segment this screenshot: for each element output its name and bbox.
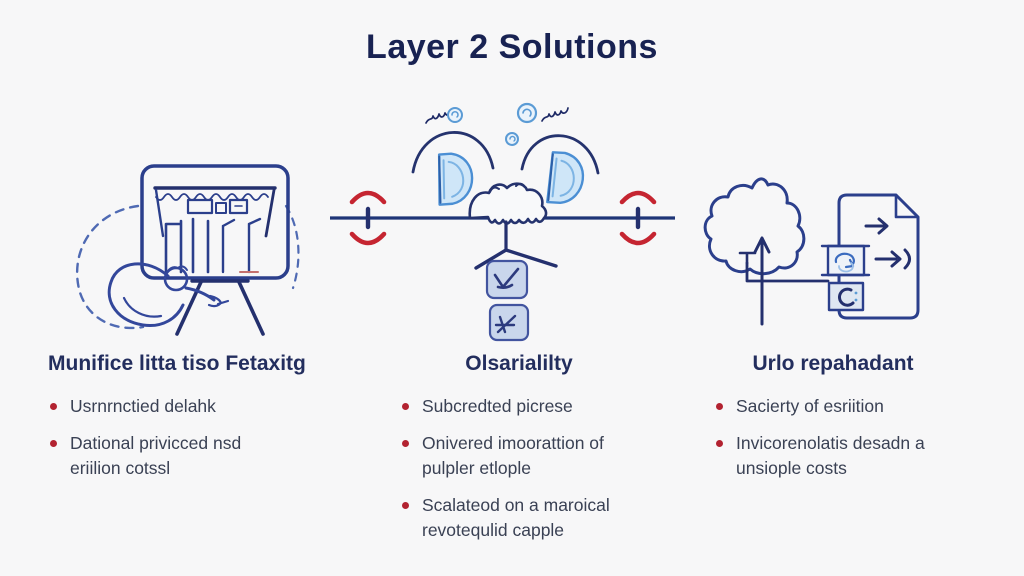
- column-1: Munifice litta tiso Fetaxitg Usrnrnctied…: [40, 350, 332, 493]
- connector-line-icon: [745, 261, 830, 283]
- list-item: Invicorenolatis desadn a unsiople costs: [716, 431, 964, 481]
- person-whiteboard-sketch: [75, 164, 300, 336]
- letter-d-left-icon: [437, 152, 474, 206]
- document-icon: [837, 193, 920, 320]
- document-bracket-icon: [903, 248, 911, 270]
- monitor-wave-icon: [155, 193, 269, 201]
- red-bracket-right-icon: [619, 190, 657, 246]
- column-2: Olsarialilty Subcredted picrese Onivered…: [388, 350, 650, 555]
- bullet-text: Dational privicced nsd eriilion cotssl: [70, 433, 242, 478]
- up-arrow-icon: [753, 236, 771, 326]
- monitor-frame-icon: [140, 164, 290, 280]
- bullet-text: Subcredted picrese: [422, 396, 573, 416]
- sync-box-icon: [820, 244, 871, 277]
- dashed-arc-right-icon: [284, 204, 300, 290]
- bullet-dot-icon: [50, 440, 57, 447]
- list-item: Sacierty of esriition: [716, 394, 964, 419]
- column-1-bullets: Usrnrnctied delahk Dational privicced ns…: [40, 394, 332, 481]
- column-3: Urlo repahadant Sacierty of esriition In…: [702, 350, 964, 493]
- bullet-text: Sacierty of esriition: [736, 396, 884, 416]
- easel-leg-right-icon: [237, 280, 265, 336]
- column-2-heading: Olsarialilty: [465, 352, 573, 375]
- dashed-arc-left-icon: [75, 204, 145, 330]
- timeline-branch-illustration: [330, 95, 675, 350]
- bullet-dot-icon: [716, 440, 723, 447]
- arch-right-icon: [520, 134, 600, 175]
- t-mark-icon: [738, 251, 757, 265]
- bubble-3-icon: [516, 102, 538, 124]
- person-at-whiteboard-illustration: [50, 148, 300, 338]
- bullet-text: Onivered imoorattion of pulpler etlople: [422, 433, 604, 478]
- document-arrow-1-icon: [864, 217, 889, 235]
- cloud-document-sketch: [703, 177, 920, 326]
- document-fold-icon: [894, 193, 920, 219]
- document-arrow-2-icon: [874, 250, 902, 268]
- bubble-1-icon: [447, 107, 463, 123]
- c-box-icon: [827, 281, 865, 312]
- list-item: Subcredted picrese: [402, 394, 650, 419]
- chart-bar-4-icon: [247, 217, 262, 274]
- person-hair-icon: [166, 265, 188, 273]
- chart-bar-3-icon: [221, 218, 236, 274]
- list-item: Onivered imoorattion of pulpler etlople: [402, 431, 650, 481]
- person-arm-icon: [184, 286, 216, 302]
- monitor-slant-right-icon: [264, 188, 276, 238]
- center-blob-icon: [468, 182, 548, 225]
- toolbar-box-1-icon: [186, 198, 214, 215]
- slide-title: Layer 2 Solutions: [366, 28, 658, 66]
- red-bracket-left-icon: [349, 190, 387, 246]
- bullet-text: Scalateod on a maroical revotequlid capp…: [422, 495, 610, 540]
- bullet-dot-icon: [402, 502, 409, 509]
- bullet-dot-icon: [402, 403, 409, 410]
- toolbar-box-2-icon: [215, 202, 227, 214]
- cloud-icon: [703, 177, 806, 276]
- column-1-heading: Munifice litta tiso Fetaxitg: [48, 352, 306, 375]
- bullet-dot-icon: [402, 440, 409, 447]
- toolbar-box-3-icon: [228, 198, 249, 215]
- monitor-slant-left-icon: [154, 188, 165, 238]
- branch-arms-icon: [474, 248, 558, 270]
- letter-d-right-icon: [546, 151, 584, 204]
- column-3-bullets: Sacierty of esriition Invicorenolatis de…: [702, 394, 964, 481]
- list-item: Usrnrnctied delahk: [50, 394, 332, 419]
- cloud-document-illustration: [690, 162, 945, 334]
- blob-ear-icon: [489, 182, 526, 193]
- seal-script-right-icon: [541, 107, 569, 122]
- step-box-2-icon: [488, 303, 530, 342]
- column-2-bullets: Subcredted picrese Onivered imoorattion …: [388, 394, 650, 543]
- list-item: Dational privicced nsd eriilion cotssl: [50, 431, 332, 481]
- list-item: Scalateod on a maroical revotequlid capp…: [402, 493, 650, 543]
- arch-left-icon: [411, 131, 495, 174]
- bullet-text: Invicorenolatis desadn a unsiople costs: [736, 433, 925, 478]
- chart-bar-1-icon: [164, 219, 183, 274]
- chart-bar-2-icon: [191, 217, 210, 274]
- timeline-branch-sketch: [330, 102, 675, 342]
- person-body-icon: [107, 262, 185, 328]
- bubble-2-icon: [505, 132, 519, 146]
- person-chair-icon: [122, 296, 163, 318]
- bullet-dot-icon: [50, 403, 57, 410]
- step-box-1-icon: [485, 259, 529, 300]
- bullet-dot-icon: [716, 403, 723, 410]
- person-hand-icon: [207, 294, 230, 308]
- column-3-heading: Urlo repahadant: [752, 352, 914, 375]
- bullet-text: Usrnrnctied delahk: [70, 396, 216, 416]
